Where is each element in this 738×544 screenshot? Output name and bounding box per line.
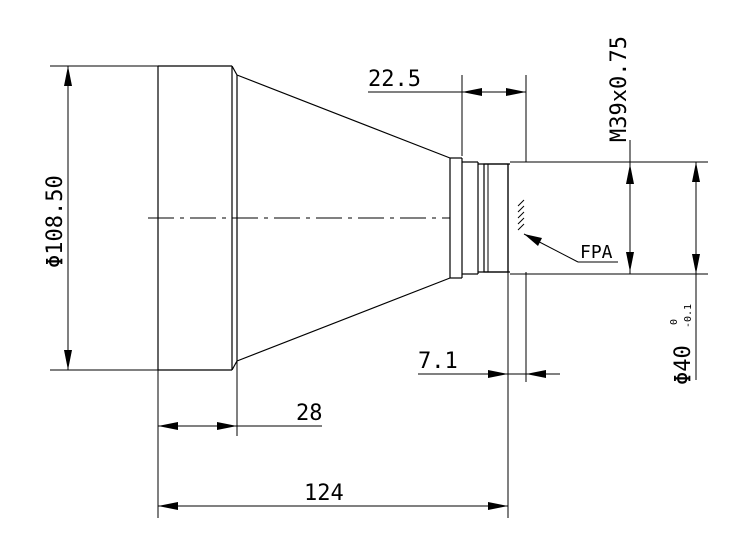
dim-back-diameter: Φ40 0 -0.1 — [669, 162, 700, 385]
dim-thread: M39x0.75 — [607, 36, 634, 274]
dim-outer-diameter: Φ108.50 — [43, 66, 72, 370]
fpa-leader: FPA — [523, 233, 618, 263]
dim-22-5: 22.5 — [368, 67, 526, 96]
dim-28-label: 28 — [296, 401, 323, 426]
tol-upper: 0 — [669, 319, 680, 325]
dim-124: 124 — [158, 481, 508, 510]
dim-28: 28 — [158, 401, 323, 430]
rear-thread-section — [462, 161, 510, 275]
dim-7-1-label: 7.1 — [418, 349, 458, 374]
tol-lower: -0.1 — [683, 304, 694, 328]
dim-22-5-label: 22.5 — [368, 67, 421, 92]
outer-diameter-label: Φ108.50 — [43, 175, 68, 268]
fpa-label: FPA — [580, 242, 613, 263]
fpa-hatch — [517, 199, 525, 231]
thread-label: M39x0.75 — [607, 36, 632, 142]
dim-124-label: 124 — [304, 481, 344, 506]
conical-housing — [236, 74, 463, 362]
dim-7-1: 7.1 — [418, 349, 560, 378]
back-diameter-label: Φ40 — [671, 345, 696, 385]
